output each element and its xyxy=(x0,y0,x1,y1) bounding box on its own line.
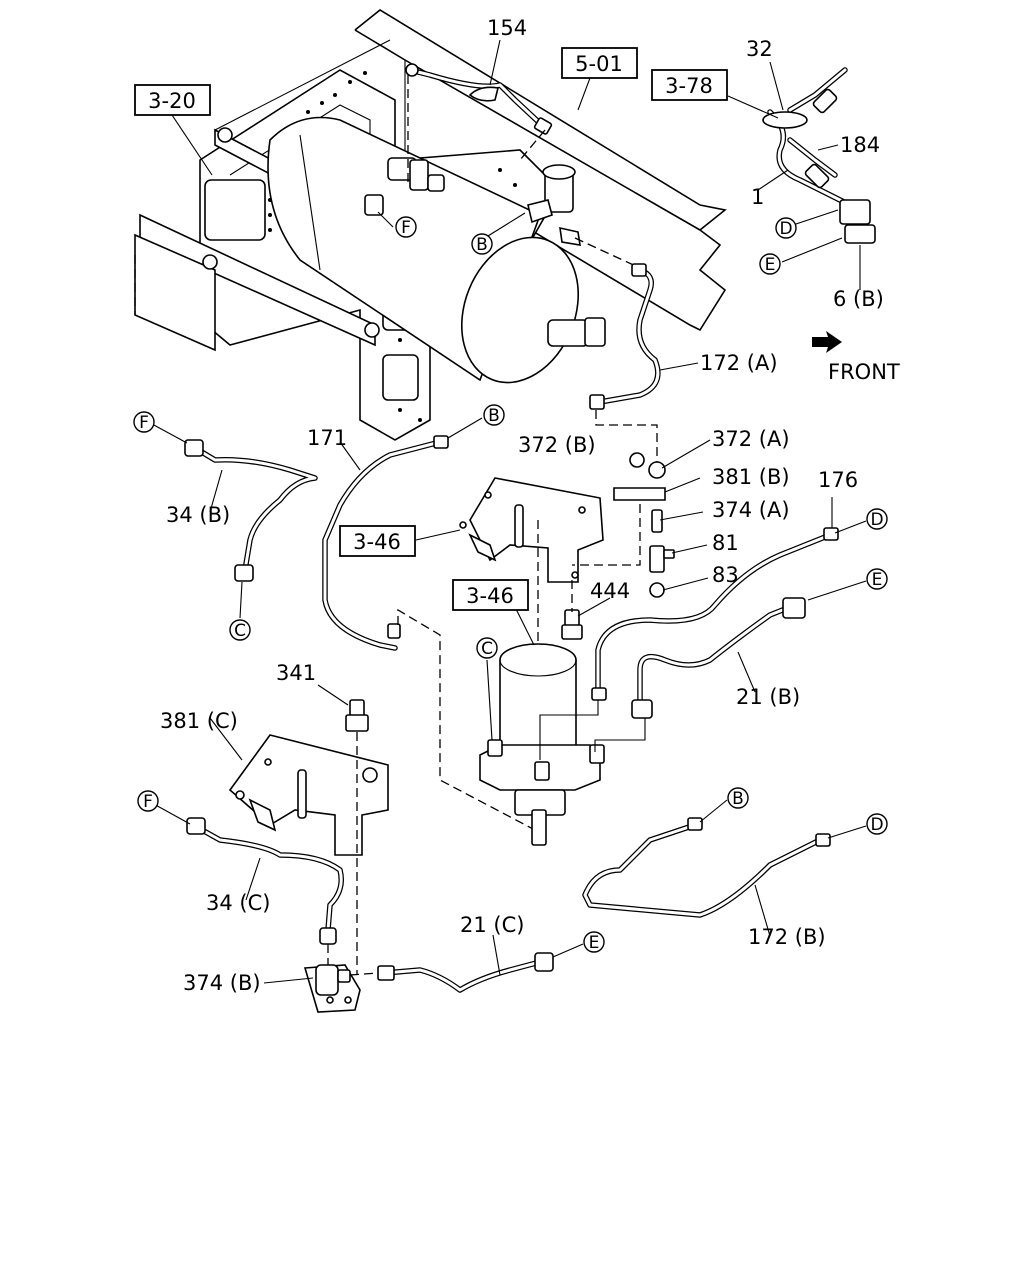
connector-d-172b: D xyxy=(866,813,888,835)
tube-171 xyxy=(322,435,541,841)
svg-text:E: E xyxy=(589,933,600,953)
ref-box-3-46-lower: 3-46 xyxy=(452,579,529,611)
tube-172a xyxy=(574,237,661,410)
label-176: 176 xyxy=(818,468,858,492)
label-172a: 172 (A) xyxy=(700,351,778,375)
bolt-444 xyxy=(561,609,583,640)
front-arrow-icon xyxy=(812,331,842,353)
bolt-341 xyxy=(345,699,369,732)
label-21b: 21 (B) xyxy=(736,685,800,709)
label-184: 184 xyxy=(840,133,880,157)
label-81: 81 xyxy=(712,531,739,555)
connector-b-top: B xyxy=(471,233,493,255)
svg-text:C: C xyxy=(234,621,246,641)
air-dryer xyxy=(479,643,605,846)
valve-parts xyxy=(613,452,675,598)
svg-text:B: B xyxy=(476,235,488,255)
svg-text:3-20: 3-20 xyxy=(148,89,196,113)
part-labels: 154 32 184 1 6 (B) 172 (A) 171 34 (B) 37… xyxy=(160,16,900,995)
tube-34c xyxy=(186,817,344,965)
label-372a: 372 (A) xyxy=(712,427,790,451)
connector-b-171: B xyxy=(483,404,505,426)
connector-c-dryer: C xyxy=(476,637,498,659)
ref-box-3-78: 3-78 xyxy=(651,69,728,101)
svg-text:F: F xyxy=(139,413,149,433)
dash-172a-to-372 xyxy=(595,410,658,465)
ref-box-3-20: 3-20 xyxy=(134,84,211,116)
svg-text:3-78: 3-78 xyxy=(665,74,713,98)
ref-box-5-01: 5-01 xyxy=(561,47,638,79)
connector-b-172b: B xyxy=(727,787,749,809)
label-32: 32 xyxy=(746,37,773,61)
connector-f-top: F xyxy=(395,216,417,238)
label-381b: 381 (B) xyxy=(712,465,790,489)
label-171: 171 xyxy=(307,426,347,450)
ref-box-3-46-upper: 3-46 xyxy=(339,525,416,557)
svg-text:B: B xyxy=(732,789,744,809)
connector-d-176: D xyxy=(866,508,888,530)
connector-c-34b: C xyxy=(229,619,251,641)
label-21c: 21 (C) xyxy=(460,913,524,937)
front-label: FRONT xyxy=(828,360,900,384)
svg-text:B: B xyxy=(488,406,500,426)
tube-34b xyxy=(184,439,318,582)
svg-text:3-46: 3-46 xyxy=(353,530,401,554)
label-341: 341 xyxy=(276,661,316,685)
svg-text:E: E xyxy=(765,255,776,275)
tube-172b xyxy=(582,817,831,918)
connector-e-top: E xyxy=(759,253,781,275)
tube-176 xyxy=(539,527,839,760)
tube-21c xyxy=(349,952,554,993)
dash-381b xyxy=(572,504,641,566)
label-374b: 374 (B) xyxy=(183,971,261,995)
label-444: 444 xyxy=(590,579,630,603)
svg-text:C: C xyxy=(481,639,493,659)
connector-markers: F B D E F B C D E C F B D E xyxy=(133,216,888,953)
label-172b: 172 (B) xyxy=(748,925,826,949)
connector-d-top: D xyxy=(775,217,797,239)
bracket-381c xyxy=(228,734,389,856)
frame-rail xyxy=(354,9,727,332)
label-83: 83 xyxy=(712,563,739,587)
tube-21b xyxy=(594,597,806,752)
hose-assembly xyxy=(762,67,876,244)
svg-text:F: F xyxy=(401,218,411,238)
label-1: 1 xyxy=(751,185,764,209)
svg-text:D: D xyxy=(870,815,883,835)
svg-text:5-01: 5-01 xyxy=(575,52,623,76)
svg-text:F: F xyxy=(143,792,153,812)
air-tank xyxy=(267,116,606,384)
label-381c: 381 (C) xyxy=(160,709,238,733)
svg-text:D: D xyxy=(870,510,883,530)
connector-f-34b: F xyxy=(133,411,155,433)
label-372b: 372 (B) xyxy=(518,433,596,457)
svg-text:E: E xyxy=(872,570,883,590)
label-34b: 34 (B) xyxy=(166,503,230,527)
label-34c: 34 (C) xyxy=(206,891,270,915)
connector-e-21b: E xyxy=(866,568,888,590)
label-374a: 374 (A) xyxy=(712,498,790,522)
connector-e-21c: E xyxy=(583,931,605,953)
svg-text:D: D xyxy=(779,219,792,239)
svg-text:3-46: 3-46 xyxy=(466,584,514,608)
bracket-3-46 xyxy=(459,477,604,645)
label-6b: 6 (B) xyxy=(833,287,884,311)
label-154: 154 xyxy=(487,16,527,40)
valve-374b xyxy=(303,964,361,1013)
connector-f-34c: F xyxy=(137,790,159,812)
tube-154 xyxy=(405,63,553,185)
